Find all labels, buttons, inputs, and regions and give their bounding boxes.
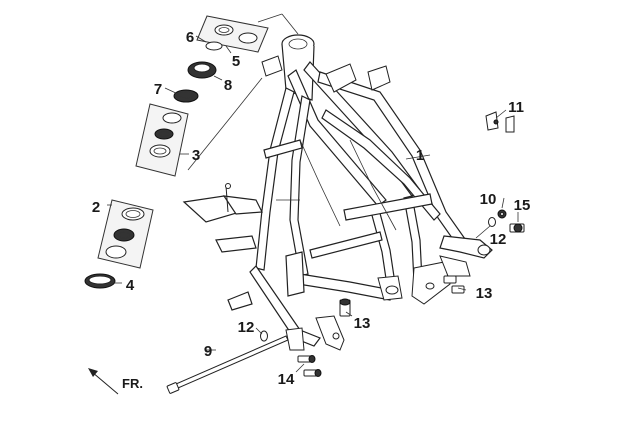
label-part-3: 3 — [192, 147, 200, 164]
seal-4 — [84, 273, 116, 289]
nut-10 — [497, 209, 507, 219]
label-part-8: 8 — [224, 77, 232, 94]
washer-12-left — [260, 330, 268, 342]
label-part-11: 11 — [508, 99, 524, 116]
leader-lines — [107, 13, 519, 373]
arrow-icon — [88, 368, 119, 395]
bearing-race-8 — [187, 61, 217, 79]
bolt-13-middle — [339, 298, 351, 317]
bolt-15 — [509, 223, 525, 233]
front-direction-indicator: FR. — [88, 368, 143, 395]
label-part-14: 14 — [278, 371, 295, 388]
label-part-13-right: 13 — [476, 285, 493, 302]
front-direction-label: FR. — [122, 376, 143, 391]
label-part-4: 4 — [126, 277, 135, 294]
main-frame — [182, 34, 493, 351]
clip-11 — [485, 111, 515, 133]
washer-12-right — [488, 217, 496, 227]
bolts-13-right — [443, 275, 465, 294]
ring-6 — [205, 41, 223, 51]
label-part-12-left: 12 — [238, 319, 255, 336]
label-part-7: 7 — [154, 81, 162, 98]
label-part-1: 1 — [416, 147, 424, 164]
label-part-6: 6 — [186, 29, 194, 46]
bearing-7 — [173, 89, 199, 103]
long-bolt-9 — [166, 335, 289, 394]
label-part-10: 10 — [480, 191, 497, 208]
bearing-kit-3-panel — [135, 103, 189, 177]
label-part-5: 5 — [232, 53, 240, 70]
label-part-13-middle: 13 — [354, 315, 371, 332]
bolts-14 — [297, 355, 322, 377]
part-labels: 1 2 3 4 5 6 7 8 9 10 11 12 12 13 13 14 1… — [92, 29, 531, 388]
label-part-9: 9 — [204, 343, 212, 360]
bearing-kit-2-panel — [97, 199, 154, 269]
label-part-12-right: 12 — [490, 231, 507, 248]
label-part-15: 15 — [514, 197, 531, 214]
label-part-2: 2 — [92, 199, 100, 216]
